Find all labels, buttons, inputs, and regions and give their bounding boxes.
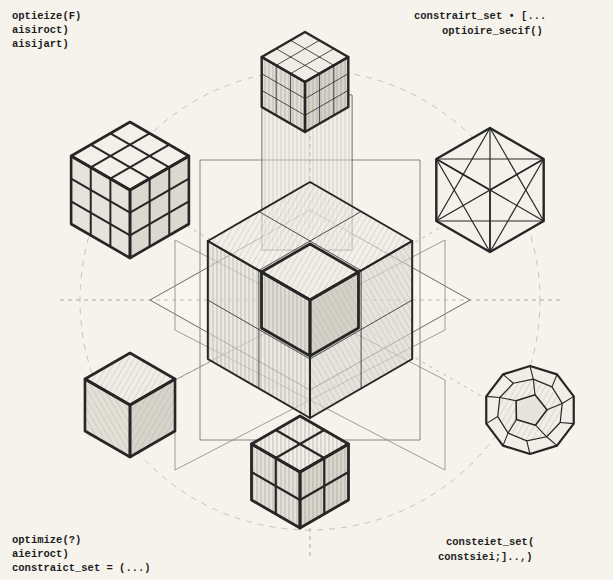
cube-face bbox=[310, 272, 358, 356]
cube-face bbox=[300, 444, 348, 528]
cube-edge bbox=[310, 272, 358, 356]
code-annotation: aisijart) bbox=[12, 38, 69, 51]
grid-line bbox=[109, 179, 111, 247]
face-hatch bbox=[130, 379, 175, 457]
code-annotation: constrairt_set • [... bbox=[414, 10, 546, 23]
face-hatch bbox=[300, 444, 348, 528]
cube-edge bbox=[489, 190, 491, 252]
polyhedron-face bbox=[516, 395, 547, 425]
cube-edge bbox=[71, 156, 130, 258]
star-line bbox=[489, 128, 490, 252]
code-annotation: aieiroct) bbox=[12, 548, 69, 561]
polyhedron-edge bbox=[508, 420, 516, 434]
star-line bbox=[436, 128, 490, 221]
face-hatch bbox=[262, 272, 310, 356]
polyhedron-edge bbox=[533, 379, 535, 395]
face-hatch bbox=[310, 272, 358, 356]
cube-edge bbox=[436, 159, 490, 190]
cube-edge bbox=[262, 244, 359, 300]
polyhedron-edge bbox=[535, 425, 546, 437]
code-annotation: constsiei;]..,) bbox=[438, 551, 533, 564]
cube-edge bbox=[490, 159, 544, 190]
face-hatch bbox=[85, 379, 130, 457]
wireframe-cube bbox=[436, 128, 543, 252]
grid-line bbox=[319, 74, 320, 124]
central-frame-cube bbox=[208, 182, 412, 418]
cube-face bbox=[85, 379, 130, 457]
polyhedron-edge bbox=[547, 403, 562, 409]
polyhedron-outline bbox=[486, 366, 573, 454]
cube-edge bbox=[252, 416, 349, 472]
cube-edge bbox=[130, 156, 189, 258]
star-line bbox=[490, 128, 544, 221]
cube-edge bbox=[208, 182, 412, 300]
polyhedron-edge bbox=[503, 433, 508, 445]
dodecahedron bbox=[486, 366, 573, 454]
code-annotation: optieize(F) bbox=[12, 10, 81, 23]
cube-edge bbox=[130, 379, 175, 457]
polyhedron-edge bbox=[486, 417, 498, 424]
polyhedron-edge bbox=[486, 396, 500, 397]
polyhedron-face bbox=[498, 379, 562, 441]
cube-face bbox=[305, 57, 348, 132]
grid-line bbox=[276, 430, 324, 458]
grid-line bbox=[168, 167, 170, 235]
code-annotation: optioire_secif() bbox=[442, 25, 543, 38]
cube-edge bbox=[305, 57, 348, 132]
split-cube bbox=[252, 416, 349, 528]
grid-line bbox=[333, 65, 334, 115]
hatched-cube bbox=[85, 353, 175, 457]
cube-edge bbox=[85, 379, 130, 457]
cube-face bbox=[130, 379, 175, 457]
face-hatch bbox=[252, 444, 300, 528]
polyhedron-edge bbox=[552, 374, 557, 386]
face-hatch bbox=[305, 57, 348, 132]
polyhedron-edge bbox=[560, 422, 574, 423]
face-hatch bbox=[262, 57, 305, 132]
polyhedron-edge bbox=[527, 441, 530, 454]
grid-line bbox=[276, 65, 277, 115]
cube-edge bbox=[300, 444, 348, 528]
grid-line bbox=[290, 74, 291, 124]
central-cube bbox=[262, 244, 359, 356]
cube-edge bbox=[262, 272, 310, 356]
code-annotation: constraict_set = (...) bbox=[12, 562, 151, 575]
grid-line bbox=[90, 167, 92, 235]
cube-edge bbox=[85, 353, 175, 405]
grid-line bbox=[149, 179, 151, 247]
grid-cube bbox=[71, 122, 189, 258]
cube-face bbox=[262, 272, 310, 356]
code-annotation: consteiet_set( bbox=[446, 536, 534, 549]
cube-edge bbox=[262, 32, 349, 82]
cube-face bbox=[262, 57, 305, 132]
polyhedron-edge bbox=[500, 398, 516, 401]
construction-planes bbox=[60, 40, 560, 560]
polyhedron-edge bbox=[547, 437, 557, 446]
cube-edge bbox=[436, 128, 543, 252]
vertical-plane bbox=[200, 160, 420, 440]
grid-line bbox=[276, 430, 324, 458]
polyhedron-edge bbox=[530, 366, 533, 379]
top-cube bbox=[262, 32, 349, 132]
polyhedron-edge bbox=[503, 374, 513, 383]
cube-edge bbox=[71, 122, 189, 190]
polyhedron-edge bbox=[562, 396, 574, 403]
cube-edge bbox=[252, 444, 300, 528]
cube-edge bbox=[262, 57, 305, 132]
code-annotation: optimize(?) bbox=[12, 534, 81, 547]
grid-line bbox=[252, 472, 300, 500]
grid-line bbox=[300, 472, 348, 500]
cube-face bbox=[252, 444, 300, 528]
code-annotation: aisiroct) bbox=[12, 24, 69, 37]
